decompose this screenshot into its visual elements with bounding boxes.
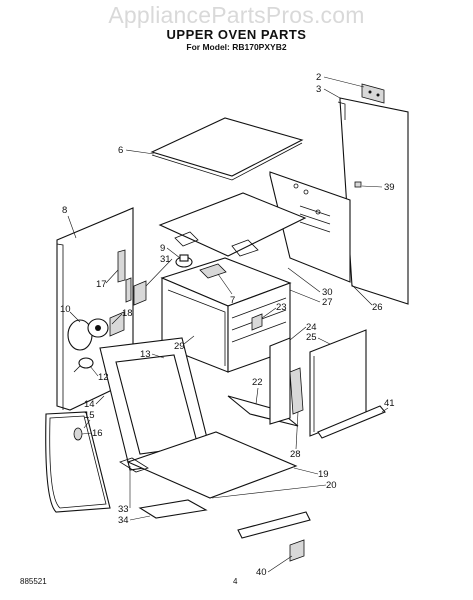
callout-13: 13 bbox=[140, 349, 151, 360]
callout-8: 8 bbox=[62, 205, 67, 216]
callout-34: 34 bbox=[118, 515, 129, 526]
callout-27: 27 bbox=[322, 297, 333, 308]
diagram-subtitle: For Model: RB170PXYB2 bbox=[186, 42, 287, 52]
trim-strip[interactable] bbox=[138, 499, 208, 519]
page-number: 4 bbox=[233, 577, 238, 586]
sensor-bracket[interactable] bbox=[133, 254, 193, 306]
rear-panel[interactable] bbox=[337, 83, 409, 305]
watermark: AppliancePartsPros.com bbox=[108, 2, 365, 28]
back-wall[interactable] bbox=[269, 171, 351, 283]
callout-14: 14 bbox=[84, 399, 95, 410]
callouts: 2 3 39 6 8 9 31 7 17 30 27 26 10 18 23 2… bbox=[60, 72, 395, 578]
top-panel[interactable] bbox=[150, 117, 304, 181]
callout-19: 19 bbox=[318, 469, 329, 480]
callout-12: 12 bbox=[98, 372, 109, 383]
callout-26: 26 bbox=[372, 302, 383, 313]
callout-39: 39 bbox=[384, 182, 395, 193]
callout-29: 29 bbox=[174, 341, 185, 352]
callout-41: 41 bbox=[384, 398, 395, 409]
latch-bracket[interactable] bbox=[269, 337, 304, 425]
callout-24: 24 bbox=[306, 322, 317, 333]
callout-28: 28 bbox=[290, 449, 301, 460]
callout-3: 3 bbox=[316, 84, 321, 95]
callout-22: 22 bbox=[252, 377, 263, 388]
callout-30: 30 bbox=[322, 287, 333, 298]
callout-23: 23 bbox=[276, 302, 287, 313]
callout-40: 40 bbox=[256, 567, 267, 578]
callout-20: 20 bbox=[326, 480, 337, 491]
callout-6: 6 bbox=[118, 145, 123, 156]
kick-plate[interactable] bbox=[237, 511, 311, 562]
lamp[interactable] bbox=[73, 357, 94, 373]
callout-25: 25 bbox=[306, 332, 317, 343]
document-code: 885521 bbox=[20, 577, 47, 586]
callout-17: 17 bbox=[96, 279, 107, 290]
callout-31: 31 bbox=[160, 254, 171, 265]
callout-9: 9 bbox=[160, 243, 165, 254]
diagram-title: UPPER OVEN PARTS bbox=[166, 27, 307, 42]
callout-15: 15 bbox=[84, 410, 95, 421]
callout-2: 2 bbox=[316, 72, 321, 83]
door-frame[interactable] bbox=[99, 337, 213, 471]
callout-10: 10 bbox=[60, 304, 71, 315]
door-gasket[interactable] bbox=[45, 411, 111, 513]
callout-33: 33 bbox=[118, 504, 129, 515]
motor-assembly[interactable] bbox=[67, 311, 125, 351]
bottom-panel[interactable] bbox=[119, 431, 298, 499]
callout-16: 16 bbox=[92, 428, 103, 439]
bottom-strip[interactable] bbox=[317, 405, 386, 439]
top-shield[interactable] bbox=[158, 192, 307, 257]
callout-18: 18 bbox=[122, 308, 133, 319]
callout-7: 7 bbox=[230, 295, 235, 306]
